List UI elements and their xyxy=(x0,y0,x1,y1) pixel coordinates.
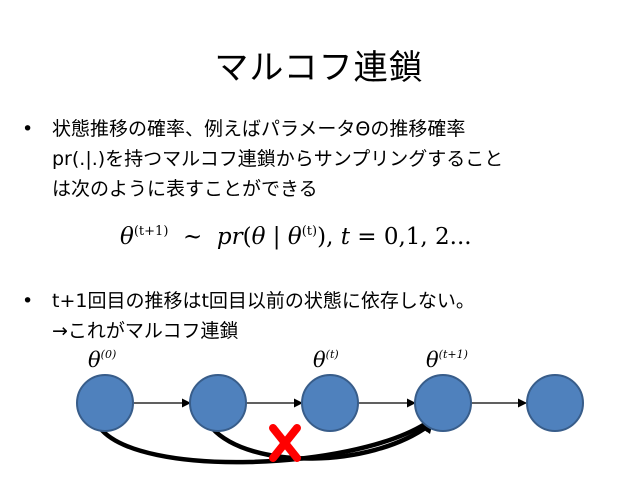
markov-formula: θ(t+1) ~ pr(θ | θ(t)), t = 0,1, 2... xyxy=(120,224,472,250)
chain-node-5 xyxy=(526,374,584,432)
curved-arrow-from-node-1 xyxy=(98,422,427,465)
node-label-t-sup: (t) xyxy=(325,348,339,361)
bullet-2-line-2: →これがマルコフ連鎖 xyxy=(52,320,239,342)
formula-sup-next: (t+1) xyxy=(133,224,169,239)
node-label-0-theta: θ xyxy=(88,348,101,372)
formula-t: t xyxy=(340,224,350,250)
chain-node-1 xyxy=(76,374,134,432)
node-label-0: θ(0) xyxy=(88,348,116,372)
formula-close: ), xyxy=(317,224,334,250)
bullet-1-line-3: は次のように表すことができる xyxy=(52,178,318,200)
bullet-2-text: t+1回目の推移はt回目以前の状態に依存しない。 →これがマルコフ連鎖 xyxy=(52,286,475,346)
formula-sup-t: (t) xyxy=(301,224,318,239)
formula-open: ( xyxy=(242,224,252,250)
bullet-1-line-2: pr(.|.)を持つマルコフ連鎖からサンプリングすること xyxy=(52,148,504,170)
node-label-t: θ(t) xyxy=(313,348,339,372)
chain-node-3 xyxy=(301,374,359,432)
formula-range: = 0,1, 2... xyxy=(357,224,472,250)
bullet-1-text: 状態推移の確率、例えばパラメータΘの推移確率 pr(.|.)を持つマルコフ連鎖か… xyxy=(52,114,503,204)
slide-title: マルコフ連鎖 xyxy=(214,48,424,88)
node-label-t1-theta: θ xyxy=(426,348,439,372)
formula-theta-3: θ xyxy=(287,224,302,250)
bullet-point: • xyxy=(22,290,34,312)
node-label-t1-sup: (t+1) xyxy=(438,348,468,361)
curved-arrow-from-node-2 xyxy=(210,424,430,461)
chain-node-4 xyxy=(414,374,472,432)
node-label-t1: θ(t+1) xyxy=(426,348,468,372)
bullet-2-line-1: t+1回目の推移はt回目以前の状態に依存しない。 xyxy=(52,290,475,312)
cross-mark-icon xyxy=(269,424,301,462)
formula-bar: | xyxy=(272,224,281,250)
bullet-1-line-1: 状態推移の確率、例えばパラメータΘの推移確率 xyxy=(52,118,466,140)
node-label-0-sup: (0) xyxy=(100,348,117,361)
bullet-point: • xyxy=(22,118,34,140)
node-label-t-theta: θ xyxy=(313,348,326,372)
chain-node-2 xyxy=(189,374,247,432)
formula-theta: θ xyxy=(120,224,134,250)
formula-pr: pr xyxy=(216,224,243,250)
formula-tilde: ~ xyxy=(183,224,203,250)
formula-theta-2: θ xyxy=(251,224,266,250)
